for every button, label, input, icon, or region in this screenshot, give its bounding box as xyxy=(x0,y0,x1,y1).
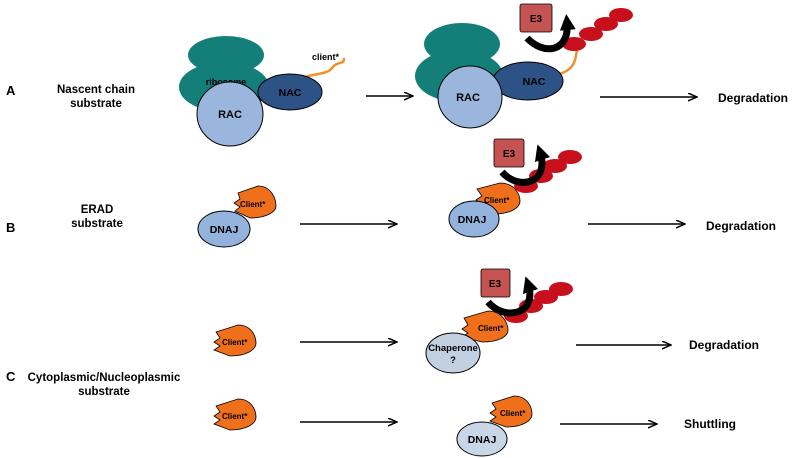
dnaj-label: DNAJ xyxy=(210,224,239,236)
panel-b-letter: B xyxy=(6,220,15,235)
client-chain xyxy=(299,57,346,82)
client-protein-2 xyxy=(489,395,533,428)
ubiquitin xyxy=(609,8,633,22)
client-label-2: Client* xyxy=(500,409,526,418)
client-label-2: Client* xyxy=(478,324,504,333)
panel-b-outcome: Degradation xyxy=(706,219,776,233)
ubiquitin xyxy=(549,282,573,296)
ubiquitin xyxy=(562,37,586,51)
panel-b: B ERAD substrate Client* DNAJ Client* DN… xyxy=(6,138,776,248)
rac-protein-2 xyxy=(437,65,503,129)
client-label: client* xyxy=(312,52,340,62)
e3-label: E3 xyxy=(530,14,543,25)
client-label: Client* xyxy=(222,338,248,347)
dnaj-client-shuttle: Client* DNAJ xyxy=(456,395,533,457)
dnaj-label-2: DNAJ xyxy=(458,214,487,226)
panel-c: C Cytoplasmic/Nucleoplasmic substrate Cl… xyxy=(6,268,759,457)
chaperone-client-ubiquitinated: Client* Chaperone ? E3 xyxy=(425,268,573,374)
nac-protein xyxy=(257,73,323,111)
ribosome-complex-left: ribosome client* NAC RAC xyxy=(179,36,346,147)
nac-label-2: NAC xyxy=(523,76,546,88)
dnaj-client-ubiquitinated: Client* DNAJ E3 xyxy=(448,138,582,238)
panel-c-outcome-bottom: Shuttling xyxy=(684,417,736,431)
client-protein xyxy=(213,398,257,431)
rac-label: RAC xyxy=(218,109,242,121)
e3-ligase xyxy=(480,268,511,298)
e3-label: E3 xyxy=(489,279,502,290)
ubiquitination-curved-arrow xyxy=(499,144,551,186)
chaperone-label-line2: ? xyxy=(450,355,456,366)
panel-a-label-line1: Nascent chain xyxy=(57,84,135,96)
e3-ligase xyxy=(519,3,553,33)
panel-c-label-line2: substrate xyxy=(78,386,130,398)
dnaj-client-left: Client* DNAJ xyxy=(197,185,277,248)
client-free-bottom: Client* xyxy=(213,398,257,431)
dnaj-protein xyxy=(197,210,251,248)
ubiquitin xyxy=(543,159,567,173)
panel-a-outcome: Degradation xyxy=(718,91,788,105)
panel-c-letter: C xyxy=(6,369,16,384)
ubiquitination-curved-arrow xyxy=(485,276,539,317)
rac-label-2: RAC xyxy=(456,92,480,104)
client-protein xyxy=(213,324,257,357)
e3-label: E3 xyxy=(503,149,516,160)
panel-b-label-line2: substrate xyxy=(71,218,123,230)
ribosome-complex-right: NAC RAC E3 xyxy=(415,3,633,129)
ubiquitination-curved-arrow xyxy=(524,14,576,53)
ubiquitin xyxy=(579,27,603,41)
chaperone-protein xyxy=(425,332,481,374)
rac-protein xyxy=(196,81,264,147)
nac-label: NAC xyxy=(279,87,302,99)
dnaj-protein xyxy=(456,421,508,457)
client-free-top: Client* xyxy=(213,324,257,357)
client-label-2: Client* xyxy=(484,196,510,205)
client-protein xyxy=(233,185,277,219)
e3-ligase xyxy=(493,138,525,168)
chaperone-label-line1: Chaperone xyxy=(428,343,478,354)
panel-c-label-line1: Cytoplasmic/Nucleoplasmic xyxy=(28,372,181,384)
panel-a-label-line2: substrate xyxy=(70,98,122,110)
ubiquitin xyxy=(594,17,618,31)
dnaj-label: DNAJ xyxy=(468,434,497,446)
panel-c-outcome-top: Degradation xyxy=(689,338,759,352)
client-label: Client* xyxy=(240,200,266,209)
panel-a-letter: A xyxy=(6,83,16,98)
dnaj-protein-2 xyxy=(448,200,500,238)
client-label: Client* xyxy=(222,412,248,421)
ubiquitin xyxy=(558,150,582,164)
panel-a: A Nascent chain substrate ribosome clien… xyxy=(6,3,788,147)
panel-b-label-line1: ERAD xyxy=(81,204,114,216)
